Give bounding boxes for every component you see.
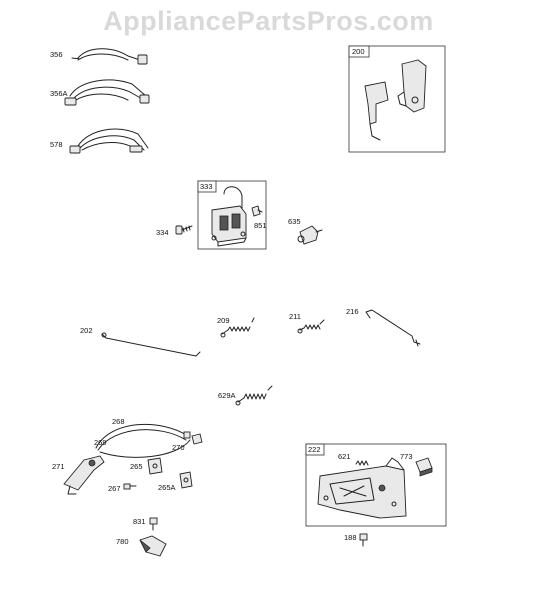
part-629a-spring[interactable]: [235, 385, 273, 406]
label-267: 267: [108, 484, 121, 493]
part-578-wire-harness[interactable]: [69, 128, 149, 154]
label-635: 635: [288, 217, 301, 226]
label-270: 270: [172, 443, 185, 452]
part-216-rod[interactable]: [365, 309, 421, 347]
part-773-clip[interactable]: [415, 457, 433, 477]
label-209: 209: [217, 316, 230, 325]
label-211: 211: [289, 312, 301, 321]
part-333-ignition-armature[interactable]: [211, 186, 247, 247]
label-200: 200: [352, 47, 365, 56]
part-271-throttle-lever[interactable]: [63, 455, 105, 495]
part-202-link-rod[interactable]: [101, 332, 201, 357]
part-222-box: [305, 443, 447, 527]
part-209-spring[interactable]: [220, 317, 255, 338]
part-267-screw[interactable]: [123, 483, 137, 490]
part-265a-bracket[interactable]: [179, 471, 193, 489]
watermark-logo: AppliancePartsPros.com: [103, 6, 434, 36]
part-851-terminal[interactable]: [251, 205, 263, 217]
part-334-screw[interactable]: [175, 225, 193, 235]
part-621-spring[interactable]: [355, 460, 369, 466]
label-216: 216: [346, 307, 359, 316]
label-356: 356: [50, 50, 63, 59]
part-188-screw[interactable]: [359, 533, 368, 547]
part-265-bracket[interactable]: [147, 457, 163, 475]
label-269: 269: [94, 438, 107, 447]
label-222: 222: [308, 445, 321, 454]
part-270-clip[interactable]: [191, 433, 203, 445]
label-265a: 265A: [158, 483, 176, 492]
part-222-control-bracket[interactable]: [317, 457, 407, 519]
label-621: 621: [338, 452, 351, 461]
label-188: 188: [344, 533, 357, 542]
part-268-cable[interactable]: [95, 423, 191, 458]
label-334: 334: [156, 228, 169, 237]
label-265: 265: [130, 462, 143, 471]
part-635-boot[interactable]: [297, 225, 323, 245]
label-578: 578: [50, 140, 63, 149]
label-773: 773: [400, 452, 413, 461]
label-356a: 356A: [50, 89, 68, 98]
part-333-box: [197, 180, 267, 250]
label-780: 780: [116, 537, 129, 546]
label-629a: 629A: [218, 391, 236, 400]
part-211-spring[interactable]: [297, 319, 325, 334]
label-831: 831: [133, 517, 146, 526]
part-200-bracket[interactable]: [364, 59, 427, 141]
part-831-screw[interactable]: [149, 517, 158, 531]
part-200-box: [348, 45, 446, 153]
label-333: 333: [200, 182, 213, 191]
label-202: 202: [80, 326, 93, 335]
label-268: 268: [112, 417, 125, 426]
label-851: 851: [254, 221, 267, 230]
label-271: 271: [52, 462, 65, 471]
part-356a-wire-harness[interactable]: [64, 79, 150, 106]
part-780-knob[interactable]: [139, 535, 167, 557]
part-356-wire-harness[interactable]: [71, 48, 148, 65]
